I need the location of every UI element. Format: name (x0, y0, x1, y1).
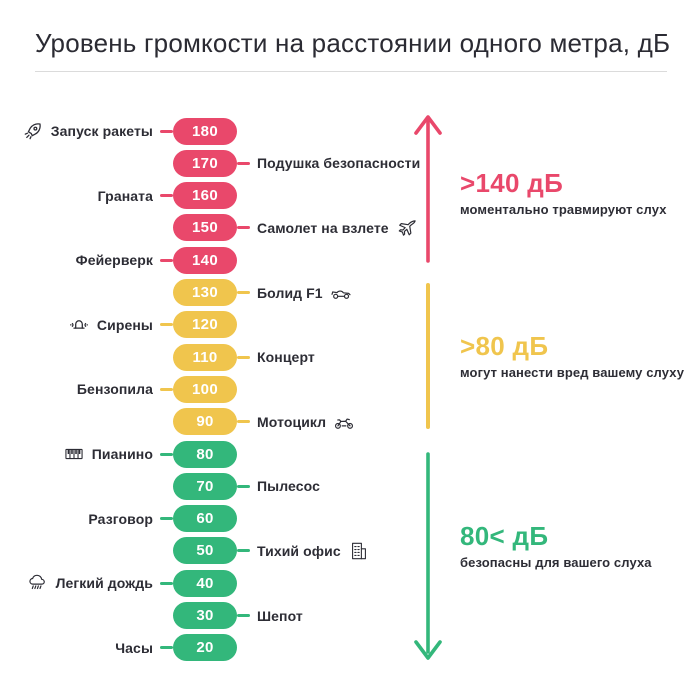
db-row: 30 Шепот (0, 602, 460, 629)
connector-line (237, 549, 250, 553)
db-row: 170 Подушка безопасности (0, 149, 460, 177)
db-pill: 70 (173, 472, 237, 500)
legend-warning-subtext: могут нанести вред вашему слуху (460, 365, 685, 380)
connector-line (160, 646, 173, 650)
legend-danger-subtext: моментально травмируют слух (460, 202, 667, 217)
connector-line (160, 323, 173, 327)
db-row: Фейерверк 140 (0, 246, 460, 274)
db-pill: 160 (173, 182, 237, 210)
motorcycle-icon (333, 411, 355, 433)
db-row: Часы 20 (0, 634, 460, 662)
row-label: Тихий офис (257, 542, 341, 559)
row-label: Часы (115, 639, 153, 656)
db-row: Пианино 80 (0, 440, 460, 468)
db-pill: 90 (173, 408, 237, 436)
db-pill: 120 (173, 311, 237, 339)
connector-line (160, 517, 173, 521)
db-row: 150 Самолет на взлете (0, 214, 460, 242)
legend-danger: >140 дБ моментально травмируют слух (460, 168, 690, 217)
db-pill: 170 (173, 149, 237, 177)
legend-warning-heading: >80 дБ (460, 331, 549, 361)
airplane-icon (396, 217, 418, 239)
db-row: 70 Пылесос (0, 472, 460, 500)
db-row: Граната 160 (0, 182, 460, 210)
connector-line (160, 581, 173, 585)
row-label: Болид F1 (257, 284, 323, 301)
legend-safe-heading: 80< дБ (460, 521, 549, 551)
db-pill: 130 (173, 279, 237, 306)
connector-line (160, 194, 173, 198)
page-title: Уровень громкости на расстоянии одного м… (35, 28, 671, 58)
db-pill: 80 (173, 440, 237, 468)
danger-arrow-up-icon (414, 115, 442, 263)
connector-line (237, 161, 250, 165)
connector-line (160, 452, 173, 456)
connector-line (237, 420, 250, 424)
connector-line (237, 226, 250, 230)
db-row: Запуск ракеты 180 (0, 117, 460, 145)
rocket-icon (22, 120, 44, 142)
rain-cloud-icon (27, 572, 49, 594)
row-label: Фейерверк (75, 252, 153, 269)
db-row: 90 Мотоцикл (0, 408, 460, 436)
row-label: Пылесос (257, 478, 320, 495)
row-label: Бензопила (76, 381, 153, 398)
legend-safe-subtext: безопасны для вашего слуха (460, 555, 652, 570)
piano-icon (63, 443, 85, 465)
row-label: Шепот (257, 607, 303, 624)
connector-line (237, 484, 250, 488)
db-pill: 100 (173, 375, 237, 403)
connector-line (160, 387, 173, 391)
siren-icon (68, 314, 90, 336)
office-building-icon (348, 540, 370, 562)
db-pill: 140 (173, 246, 237, 274)
db-pill: 60 (173, 505, 237, 533)
f1-car-icon (330, 282, 352, 304)
row-label: Легкий дождь (55, 575, 153, 592)
row-label: Самолет на взлете (257, 219, 389, 236)
db-row: Легкий дождь 40 (0, 569, 460, 597)
legend-safe: 80< дБ безопасны для вашего слуха (460, 521, 690, 570)
row-label: Концерт (257, 349, 315, 366)
db-row: Разговор 60 (0, 505, 460, 533)
row-label: Мотоцикл (257, 413, 327, 430)
row-label: Сирены (96, 316, 153, 333)
connector-line (160, 129, 173, 133)
warning-line (426, 283, 430, 429)
db-row: Сирены 120 (0, 311, 460, 339)
legend-danger-heading: >140 дБ (460, 168, 564, 198)
row-label: Граната (97, 187, 153, 204)
connector-line (237, 355, 250, 359)
db-row: Бензопила 100 (0, 375, 460, 403)
row-label: Разговор (88, 510, 153, 527)
db-pill: 30 (173, 602, 237, 629)
row-label: Запуск ракеты (50, 123, 153, 139)
connector-line (237, 614, 250, 617)
title-divider (35, 71, 667, 72)
safe-arrow-down-icon (414, 452, 442, 660)
db-pill: 110 (173, 343, 237, 371)
db-pill: 50 (173, 537, 237, 565)
row-label: Пианино (91, 446, 153, 462)
db-pill: 40 (173, 569, 237, 597)
db-row: 130 Болид F1 (0, 279, 460, 306)
connector-line (160, 258, 173, 262)
connector-line (237, 291, 250, 294)
legend-warning: >80 дБ могут нанести вред вашему слуху (460, 331, 690, 380)
db-row: 110 Концерт (0, 343, 460, 371)
db-row: 50 Тихий офис (0, 537, 460, 565)
row-label: Подушка безопасности (257, 155, 421, 172)
db-pill: 150 (173, 214, 237, 242)
db-pill: 20 (173, 634, 237, 662)
db-pill: 180 (173, 117, 237, 145)
